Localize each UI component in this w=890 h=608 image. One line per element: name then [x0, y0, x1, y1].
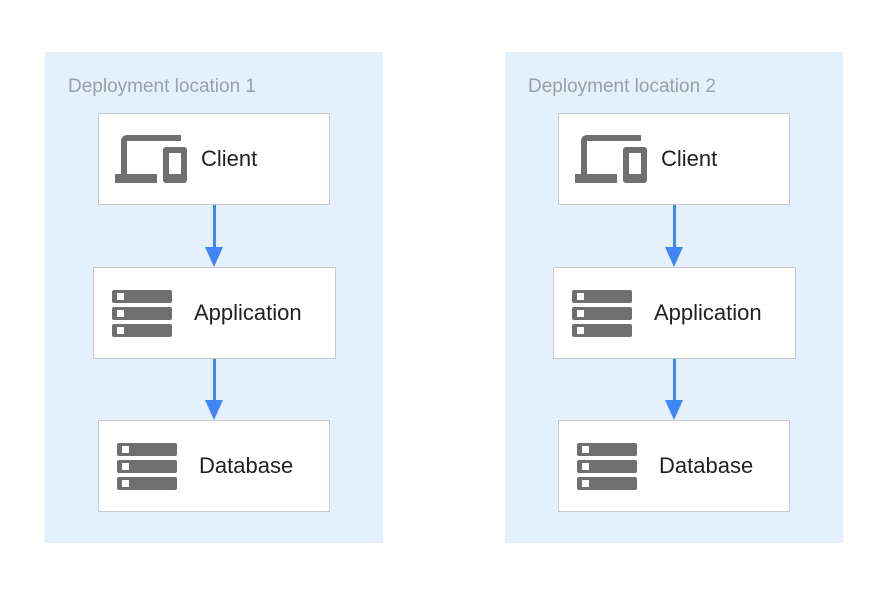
node-label: Database	[659, 453, 754, 478]
server-bar	[572, 306, 632, 320]
arrow-head-icon	[665, 247, 683, 267]
server-bar	[117, 476, 177, 490]
server-bar	[112, 289, 172, 303]
arrow-line	[672, 359, 676, 400]
server-bar	[112, 306, 172, 320]
arrow-line	[672, 205, 676, 247]
devices-icon	[115, 135, 187, 183]
node-label: Application	[654, 300, 762, 325]
arrow-head-icon	[665, 400, 683, 420]
arrow-head-icon	[205, 247, 223, 267]
server-bar	[572, 323, 632, 337]
node-label: Client	[661, 146, 718, 171]
node-client: Client	[558, 113, 790, 205]
server-bar	[577, 476, 637, 490]
server-bar	[112, 323, 172, 337]
panel-title: Deployment location 2	[528, 76, 716, 97]
server-bar	[117, 459, 177, 473]
devices-icon	[575, 135, 647, 183]
node-label: Database	[199, 453, 294, 478]
deployment-panel-1: Deployment location 1 Client Application	[45, 52, 383, 543]
server-stack-icon	[112, 289, 172, 337]
arrow-application-to-database	[665, 359, 683, 420]
arrow-line	[212, 359, 216, 400]
arrow-application-to-database	[205, 359, 223, 420]
arrow-line	[212, 205, 216, 247]
server-bar	[577, 459, 637, 473]
server-bar	[572, 289, 632, 303]
node-database: Database	[558, 420, 790, 512]
server-bar	[577, 442, 637, 456]
arrow-client-to-application	[665, 205, 683, 267]
deployment-panel-2: Deployment location 2 Client Application	[505, 52, 843, 543]
arrow-head-icon	[205, 400, 223, 420]
server-stack-icon	[572, 289, 632, 337]
server-stack-icon	[577, 442, 637, 490]
node-application: Application	[93, 267, 336, 359]
node-label: Client	[201, 146, 258, 171]
node-database: Database	[98, 420, 330, 512]
server-bar	[117, 442, 177, 456]
arrow-client-to-application	[205, 205, 223, 267]
panel-title: Deployment location 1	[68, 76, 256, 97]
node-client: Client	[98, 113, 330, 205]
node-application: Application	[553, 267, 796, 359]
node-label: Application	[194, 300, 302, 325]
server-stack-icon	[117, 442, 177, 490]
